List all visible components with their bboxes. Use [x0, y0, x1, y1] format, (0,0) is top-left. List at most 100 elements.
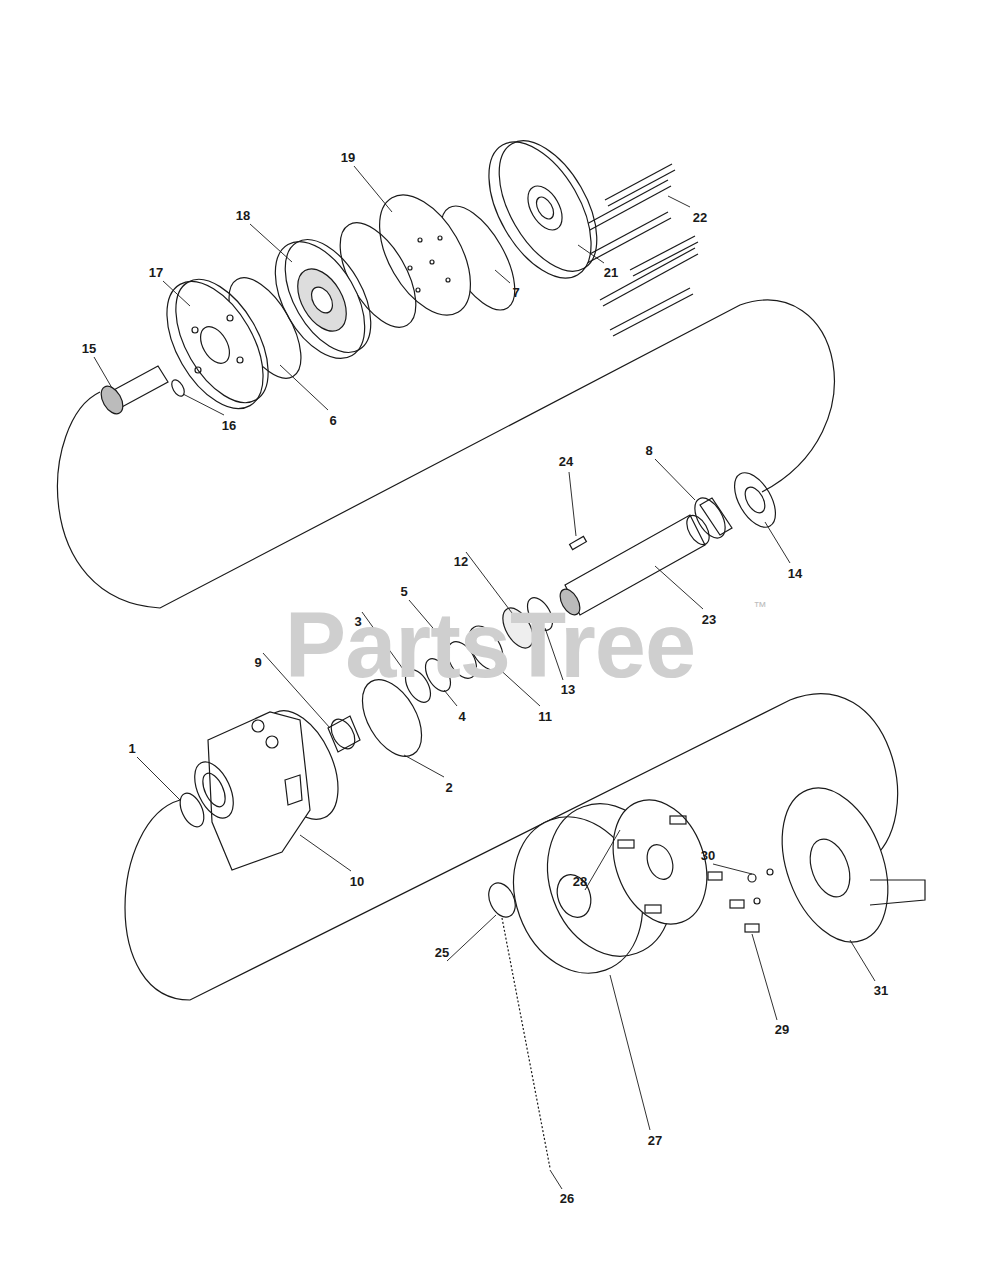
assembly-loop [125, 694, 898, 1000]
leader-line [752, 934, 777, 1020]
drive-shaft [97, 366, 168, 417]
gerotor [268, 225, 389, 366]
valve-plate [430, 260, 434, 264]
callout-number: 13 [561, 683, 575, 696]
needle-bearing [326, 715, 359, 753]
trademark-mark: ™ [754, 600, 767, 613]
wheel-hub [643, 841, 678, 883]
bolt [575, 164, 698, 336]
leader-line [404, 755, 444, 777]
end-cap [533, 194, 557, 222]
needle-bearing [326, 715, 360, 753]
hardware [748, 874, 756, 882]
hardware [754, 898, 760, 904]
callout-number: 1 [128, 742, 135, 755]
bolt [585, 180, 668, 225]
bolt [610, 288, 690, 330]
end-cap [468, 125, 612, 295]
leader-line [713, 864, 752, 874]
callout-number: 2 [445, 781, 452, 794]
bolt [613, 294, 693, 336]
wheel-hub [618, 840, 634, 848]
motor-housing [187, 756, 241, 824]
motor-housing [208, 712, 310, 870]
castle-nut [502, 918, 550, 1168]
callout-number: 9 [254, 656, 261, 669]
bolt [630, 236, 695, 270]
callout-number: 23 [702, 613, 716, 626]
leader-line [183, 394, 224, 415]
washer [169, 378, 187, 399]
callout-number: 27 [648, 1134, 662, 1147]
callout-number: 17 [149, 266, 163, 279]
wear-plate [147, 265, 283, 424]
end-cap [479, 125, 617, 288]
hardware [708, 872, 722, 880]
valve-plate [361, 180, 489, 330]
leader-line [550, 1170, 562, 1189]
callout-number: 30 [701, 849, 715, 862]
leader-line [655, 459, 695, 500]
assembly-loop [57, 300, 897, 1000]
callout-number: 7 [512, 286, 519, 299]
gerotor [288, 261, 357, 340]
callout-number: 14 [788, 567, 802, 580]
leader-line [444, 690, 457, 706]
callout-number: 10 [350, 875, 364, 888]
callout-number: 16 [222, 419, 236, 432]
motor-housing [187, 699, 354, 870]
leader-line [250, 224, 292, 262]
leader-line [578, 245, 604, 263]
backing-plate [870, 880, 925, 905]
bearing [741, 484, 769, 516]
leader-line [765, 522, 790, 563]
callout-number: 4 [458, 710, 465, 723]
valve-plate [438, 236, 442, 240]
hardware [708, 869, 773, 932]
valve-plate [361, 180, 489, 330]
end-cap [521, 180, 569, 236]
motor-housing [285, 775, 302, 805]
backing-plate [763, 773, 925, 956]
leader-line [850, 940, 875, 981]
leader-line [94, 166, 875, 1189]
motor-housing [198, 770, 230, 810]
bolt [605, 164, 672, 200]
leader-line [163, 281, 190, 306]
wear-plate [157, 264, 287, 418]
wheel-hub [597, 787, 723, 937]
bolt [633, 242, 698, 276]
callout-number: 15 [82, 342, 96, 355]
backing-plate [803, 834, 857, 903]
leader-line [300, 835, 351, 871]
callout-number: 6 [329, 414, 336, 427]
wear-plate [195, 322, 236, 369]
wear-plate [227, 315, 233, 321]
gerotor [257, 227, 383, 374]
callout-number: 26 [560, 1192, 574, 1205]
callout-number: 5 [400, 585, 407, 598]
wheel-hub [670, 816, 686, 824]
wheel-hub [645, 905, 661, 913]
valve-plate [418, 238, 422, 242]
wear-plate [237, 357, 243, 363]
callout-number: 21 [604, 266, 618, 279]
leader-line [610, 975, 650, 1130]
callout-number: 12 [454, 555, 468, 568]
callout-number: 31 [874, 984, 888, 997]
bolt [588, 186, 671, 231]
watermark: PartsTree [285, 599, 695, 691]
gerotor [307, 283, 337, 316]
callout-number: 19 [341, 151, 355, 164]
output-shaft [570, 536, 587, 549]
callout-number: 22 [693, 211, 707, 224]
wear-plate [192, 327, 198, 333]
brake-drum [551, 870, 596, 922]
wheel-hub [597, 787, 723, 937]
callout-number: 8 [645, 444, 652, 457]
bearing [726, 466, 784, 534]
callout-number: 18 [236, 209, 250, 222]
leader-line [354, 166, 392, 212]
leader-line [668, 196, 690, 207]
backing-plate [763, 773, 908, 956]
